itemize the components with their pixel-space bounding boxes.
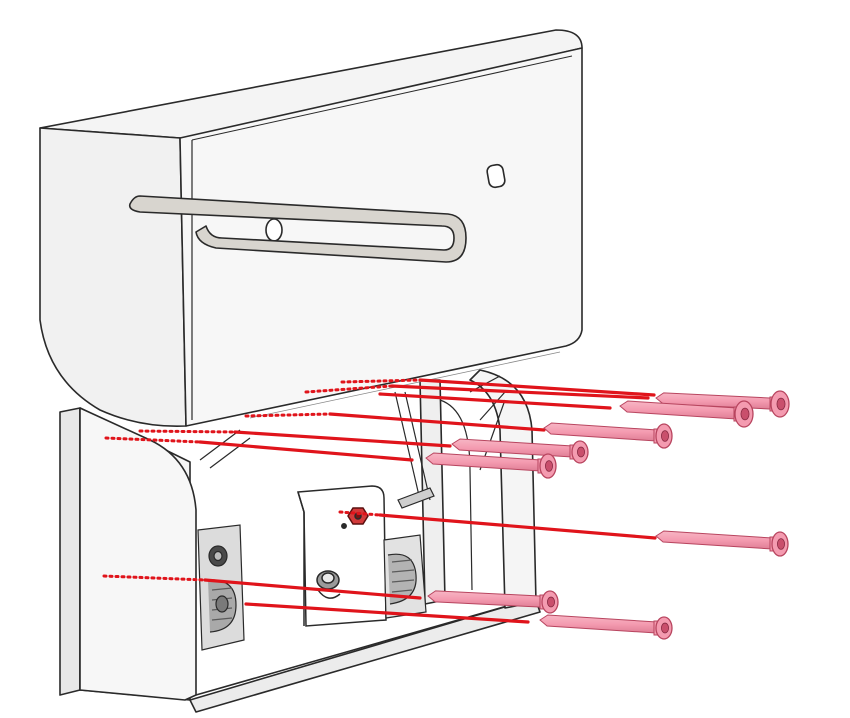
screw-icon — [539, 614, 673, 640]
guide-dotted-3 — [244, 412, 332, 418]
guide-line-8 — [203, 578, 422, 600]
guide-dotted-5 — [104, 436, 202, 444]
guide-dotted-4 — [138, 429, 237, 434]
guide-line-7 — [378, 513, 657, 540]
screw-icon — [451, 438, 589, 464]
knob-icon — [316, 570, 341, 599]
screws — [425, 390, 790, 640]
guide-dotted-2 — [340, 378, 422, 384]
guide-lines — [102, 378, 657, 624]
screw-icon — [425, 452, 557, 479]
guide-line-5 — [233, 430, 452, 448]
guide-line-3 — [378, 392, 612, 410]
screw-icon — [655, 530, 789, 557]
guide-line-4 — [328, 412, 546, 432]
screw-icon — [619, 400, 754, 428]
screw-icon — [427, 590, 559, 614]
guide-line-9 — [244, 602, 530, 624]
center-bracket — [297, 485, 387, 627]
upper-housing — [39, 29, 583, 427]
guide-dotted-7 — [338, 510, 382, 517]
spring-mechanism-left — [197, 524, 245, 651]
screw-icon — [543, 422, 673, 449]
hex-nut-icon — [347, 507, 369, 525]
guide-line-6 — [198, 440, 414, 462]
guide-line-2 — [418, 378, 656, 397]
guide-dotted-6 — [102, 574, 207, 582]
guide-line-1 — [390, 384, 650, 400]
guide-dotted-1 — [304, 384, 394, 394]
carry-handle — [128, 195, 467, 263]
